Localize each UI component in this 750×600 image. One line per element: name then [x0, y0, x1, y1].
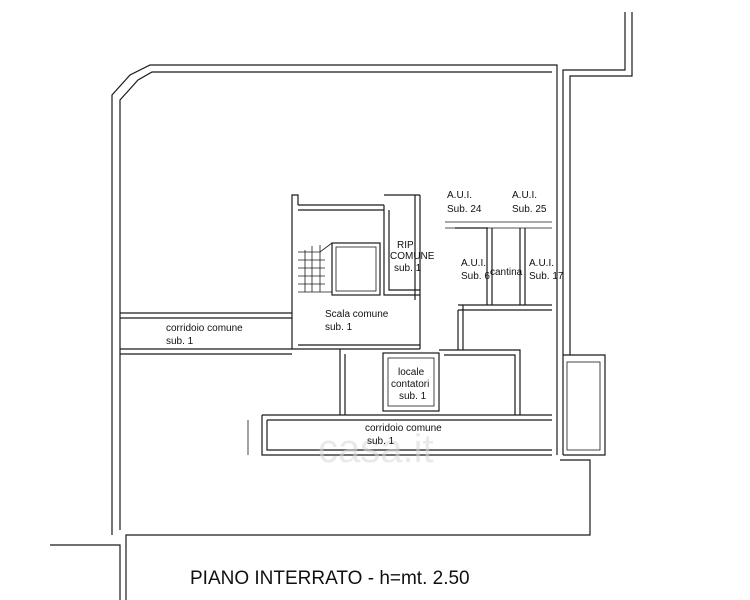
room-rip-name: RIP [397, 240, 414, 251]
room-cantina-name: cantina [490, 267, 523, 278]
room-left-corridor-sub: sub. 1 [166, 336, 194, 347]
room-aui-25-name: A.U.I. [512, 190, 537, 201]
room-lower-corridor-sub: sub. 1 [367, 436, 395, 447]
room-contatori-name: locale [398, 367, 425, 378]
stair-core-walls [291, 194, 420, 350]
room-contatori-name2: contatori [391, 379, 429, 390]
watermark: casa.it [318, 427, 434, 471]
central-lower-walls [339, 349, 521, 415]
outer-walls [50, 12, 633, 600]
upper-right-walls [445, 221, 552, 350]
room-aui-24-sub: Sub. 24 [447, 204, 482, 215]
room-aui-24-name: A.U.I. [447, 190, 472, 201]
left-corridor-walls [120, 312, 292, 355]
room-contatori-sub: sub. 1 [399, 391, 427, 402]
room-left-corridor-name: corridoio comune [166, 323, 243, 334]
room-stair-sub: sub. 1 [325, 322, 353, 333]
room-aui-17-sub: Sub. 17 [529, 271, 564, 282]
room-aui-6-sub: Sub. 6 [461, 271, 490, 282]
room-aui-17-name: A.U.I. [529, 258, 554, 269]
room-aui-6-name: A.U.I. [461, 258, 486, 269]
room-stair-name: Scala comune [325, 309, 389, 320]
lower-corridor-walls [247, 414, 552, 456]
plan-title: PIANO INTERRATO - h=mt. 2.50 [190, 568, 470, 589]
rip-walls [383, 194, 421, 349]
room-rip-name2: COMUNE [390, 251, 435, 262]
room-rip-sub: sub. 1 [394, 263, 422, 274]
room-labels: A.U.I. Sub. 24 A.U.I. Sub. 25 RIP COMUNE… [166, 190, 564, 447]
room-aui-25-sub: Sub. 25 [512, 204, 547, 215]
room-lower-corridor-name: corridoio comune [365, 423, 442, 434]
